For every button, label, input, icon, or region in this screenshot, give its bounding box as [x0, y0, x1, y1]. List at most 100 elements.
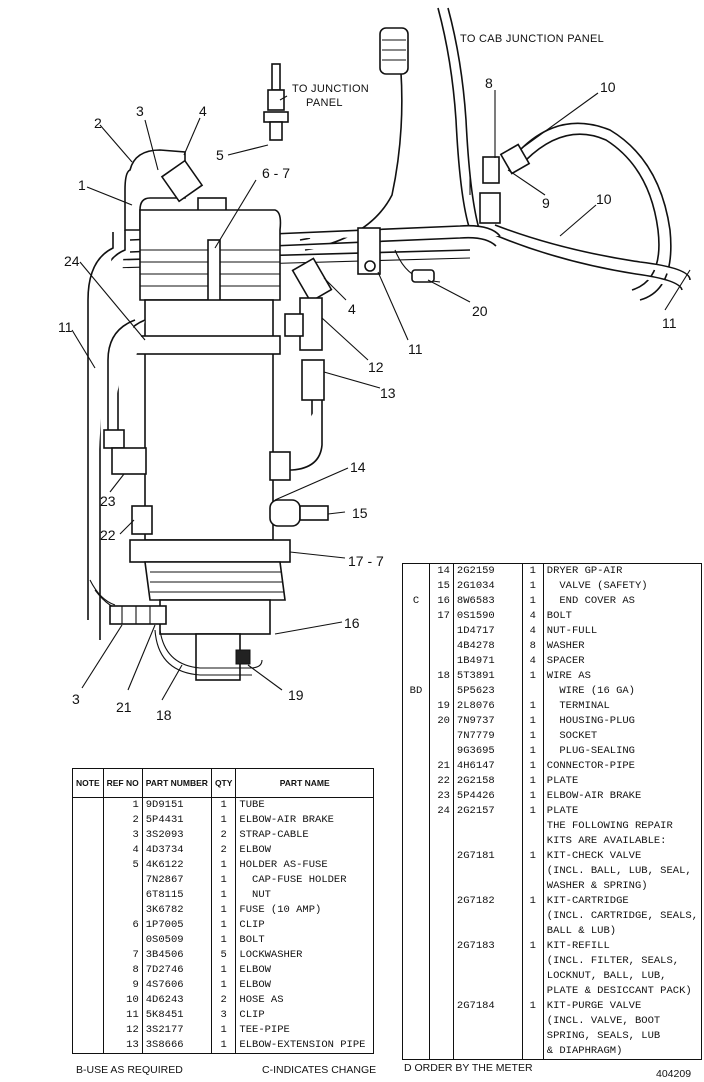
- cell-ref: 16: [429, 594, 454, 609]
- cell-note: [402, 699, 430, 714]
- cell-name: VALVE (SAFETY): [546, 580, 648, 592]
- cell-part: 2G2158: [453, 774, 523, 789]
- cell-note: [402, 579, 430, 594]
- cell-name: SPACER: [546, 655, 585, 667]
- cell-qty: 2: [211, 828, 237, 843]
- cell-note: [402, 834, 430, 849]
- cell-ref: 23: [429, 789, 454, 804]
- cell-name: WASHER & SPRING): [546, 880, 648, 892]
- cell-part: [453, 834, 523, 849]
- cell-name: (INCL. FILTER, SEALS,: [546, 955, 680, 967]
- table-row: SPRING, SEALS, LUB: [402, 1029, 702, 1044]
- note-to-junction-line2: PANEL: [306, 97, 343, 109]
- cell-name: KIT-PURGE VALVE: [546, 1000, 642, 1012]
- cell-ref: [429, 969, 454, 984]
- cell-ref: [429, 984, 454, 999]
- hose-to-cab: [299, 7, 481, 251]
- cell-note: [402, 924, 430, 939]
- fuse-holder-5: [263, 63, 289, 141]
- cell-qty: 1: [211, 933, 237, 948]
- callout-11-right: 11: [662, 315, 677, 331]
- cell-ref: 3: [103, 828, 143, 843]
- cell-name: NUT-FULL: [546, 625, 598, 637]
- cell-qty: 1: [522, 939, 544, 954]
- cell-qty: 1: [522, 579, 544, 594]
- cell-part: 4B4278: [453, 639, 523, 654]
- callout-8: 8: [485, 75, 493, 91]
- cell-part: [453, 984, 523, 999]
- callout-10-top: 10: [600, 79, 616, 95]
- cell-part: [453, 864, 523, 879]
- cell-ref: [429, 624, 454, 639]
- callout-24: 24: [64, 253, 80, 269]
- cell-qty: 4: [522, 609, 544, 624]
- cell-qty: 1: [211, 797, 237, 813]
- cell-part: 2G7184: [453, 999, 523, 1014]
- cell-qty: 1: [522, 714, 544, 729]
- cell-note: [402, 909, 430, 924]
- cell-part: 4H6147: [453, 759, 523, 774]
- cell-name: PLUG-SEALING: [546, 745, 635, 757]
- cell-part: 3S8666: [142, 1038, 212, 1054]
- cell-qty: 1: [522, 699, 544, 714]
- callout-labels: 2 3 4 1 5 6 - 7 24 11 8 9 10 10 11 4 20 …: [58, 33, 677, 723]
- cell-note: [72, 948, 104, 963]
- cell-name: ELBOW: [239, 964, 271, 976]
- callout-3: 3: [136, 103, 144, 119]
- cell-qty: 1: [211, 963, 237, 978]
- callout-12: 12: [368, 359, 384, 375]
- dryer-body-14: [129, 299, 291, 681]
- header-part-number: PART NUMBER: [141, 768, 212, 798]
- cell-name: ELBOW: [239, 844, 271, 856]
- cell-part: 2G7181: [453, 849, 523, 864]
- cell-part: 9D9151: [142, 797, 212, 813]
- cell-qty: 2: [211, 843, 237, 858]
- cell-ref: 15: [429, 579, 454, 594]
- cell-note: [402, 939, 430, 954]
- cell-name: KITS ARE AVAILABLE:: [546, 835, 667, 847]
- cell-qty: [522, 684, 544, 699]
- cell-qty: 1: [211, 888, 237, 903]
- cell-ref: [429, 879, 454, 894]
- cell-note: [402, 849, 430, 864]
- cell-part: 5T3891: [453, 669, 523, 684]
- table-row: PLATE & DESICCANT PACK): [402, 984, 702, 999]
- cell-part: [453, 819, 523, 834]
- cell-note: [402, 563, 430, 579]
- cell-note: [72, 963, 104, 978]
- header-ref: REF NO: [102, 768, 143, 798]
- side-fittings: [269, 257, 333, 527]
- cell-qty: 1: [522, 894, 544, 909]
- cell-note: [402, 609, 430, 624]
- cell-ref: [429, 894, 454, 909]
- cell-ref: 10: [103, 993, 143, 1008]
- cell-ref: [429, 729, 454, 744]
- cell-note: [72, 828, 104, 843]
- cell-part: 3S2177: [142, 1023, 212, 1038]
- cell-qty: 1: [522, 729, 544, 744]
- cell-part: 1D4717: [453, 624, 523, 639]
- cell-note: [72, 797, 104, 813]
- cell-ref: [429, 1014, 454, 1029]
- cell-ref: 24: [429, 804, 454, 819]
- cell-ref: [429, 654, 454, 669]
- cell-note: [72, 933, 104, 948]
- connector-20: [411, 269, 435, 283]
- cell-qty: 1: [522, 774, 544, 789]
- cell-qty: 3: [211, 1008, 237, 1023]
- cell-part: 0S0509: [142, 933, 212, 948]
- cell-qty: 1: [211, 1023, 237, 1038]
- cell-qty: 1: [522, 849, 544, 864]
- hose-10: [494, 122, 691, 301]
- cell-ref: 7: [103, 948, 143, 963]
